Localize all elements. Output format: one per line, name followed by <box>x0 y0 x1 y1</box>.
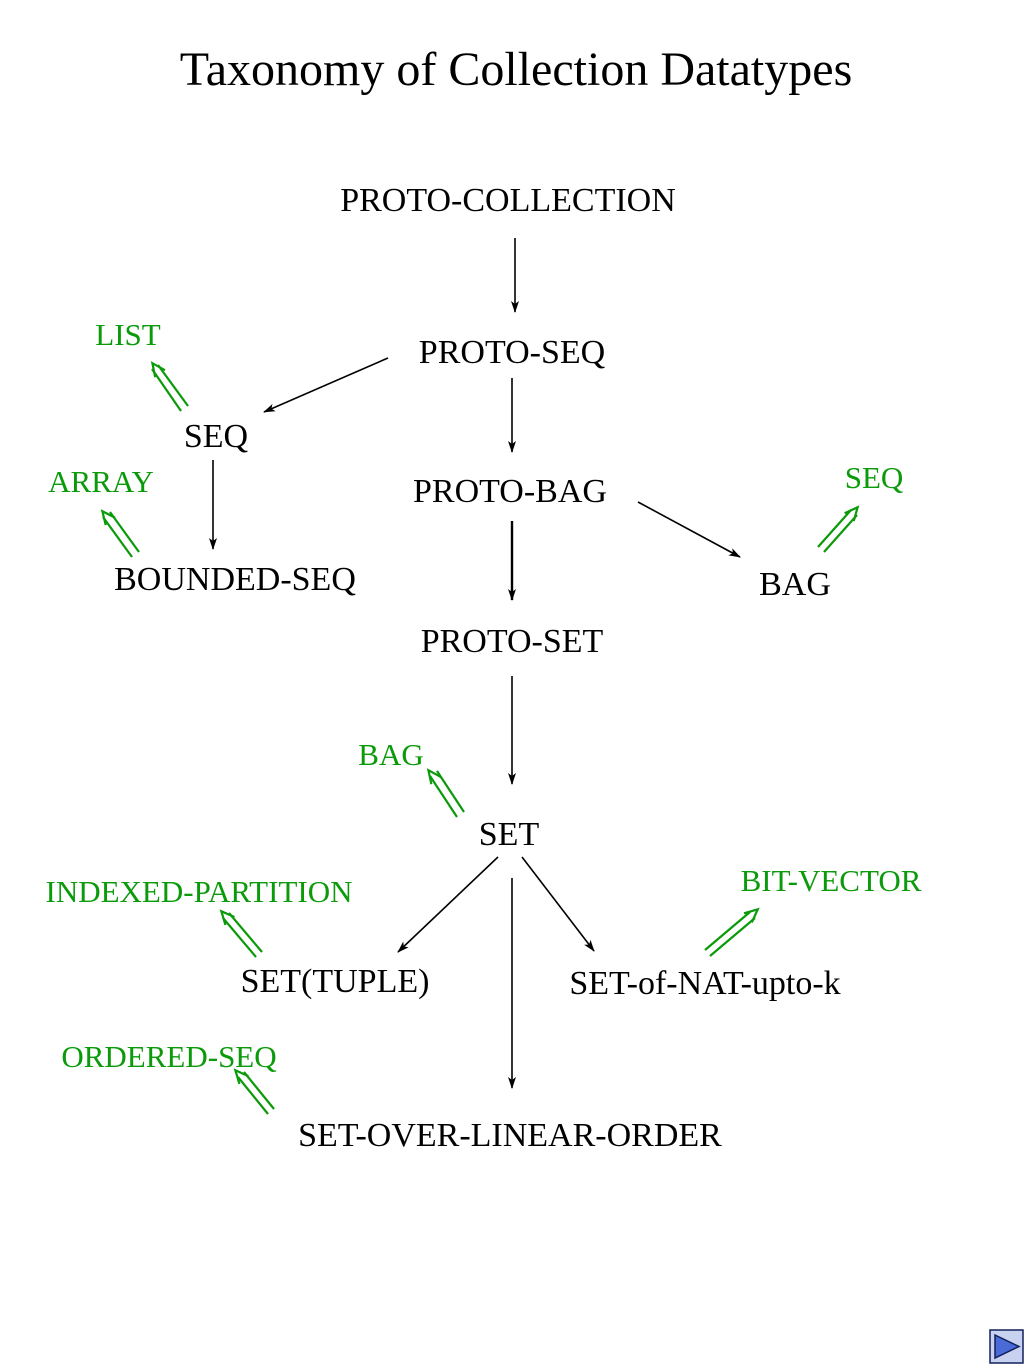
impl-arrow-bounded-seq-to-array <box>100 509 140 558</box>
edge-proto-bag-to-bag <box>637 501 741 558</box>
impl-list: LIST <box>95 317 161 352</box>
node-seq: SEQ <box>184 418 248 455</box>
node-bounded-seq: BOUNDED-SEQ <box>114 561 356 598</box>
impl-arrow-seq-to-list <box>150 361 189 412</box>
impl-arrow-bag-to-seq <box>817 505 860 553</box>
node-set-tuple: SET(TUPLE) <box>241 963 430 1000</box>
node-proto-bag: PROTO-BAG <box>413 473 607 510</box>
node-bag: BAG <box>759 566 831 603</box>
next-slide-button[interactable] <box>989 1329 1024 1364</box>
impl-arrow-set-to-bag <box>426 768 465 818</box>
taxonomy-nodes: PROTO-COLLECTION PROTO-SEQ SEQ PROTO-BAG… <box>114 182 841 1154</box>
impl-arrow-set-tuple-to-indexed-partition <box>219 909 263 958</box>
impl-arrow-set-of-nat-to-bit-vector <box>704 907 760 957</box>
impl-bag: BAG <box>358 737 423 772</box>
node-proto-set: PROTO-SET <box>421 623 604 660</box>
impl-arrow-set-over-linear-order-to-ordered-seq <box>233 1068 275 1115</box>
implementation-labels: LIST ARRAY SEQ BAG INDEXED-PARTITION BIT… <box>46 317 922 1074</box>
edge-set-to-set-of-nat <box>521 856 595 952</box>
node-proto-collection: PROTO-COLLECTION <box>340 182 676 219</box>
impl-array: ARRAY <box>48 464 154 499</box>
impl-bit-vector: BIT-VECTOR <box>741 863 922 898</box>
impl-ordered-seq: ORDERED-SEQ <box>61 1039 276 1074</box>
edge-set-to-set-tuple <box>397 856 499 953</box>
node-set: SET <box>479 816 540 853</box>
play-triangle-icon <box>994 1333 1021 1360</box>
node-set-of-nat-upto-k: SET-of-NAT-upto-k <box>569 965 840 1002</box>
page-title: Taxonomy of Collection Datatypes <box>180 43 853 96</box>
edge-proto-seq-to-seq <box>263 357 389 413</box>
implementation-arrows <box>100 361 860 1115</box>
node-proto-seq: PROTO-SEQ <box>419 334 605 371</box>
impl-indexed-partition: INDEXED-PARTITION <box>46 874 353 909</box>
impl-seq: SEQ <box>845 460 904 495</box>
node-set-over-linear-order: SET-OVER-LINEAR-ORDER <box>298 1117 722 1154</box>
taxonomy-edges <box>209 238 741 1089</box>
